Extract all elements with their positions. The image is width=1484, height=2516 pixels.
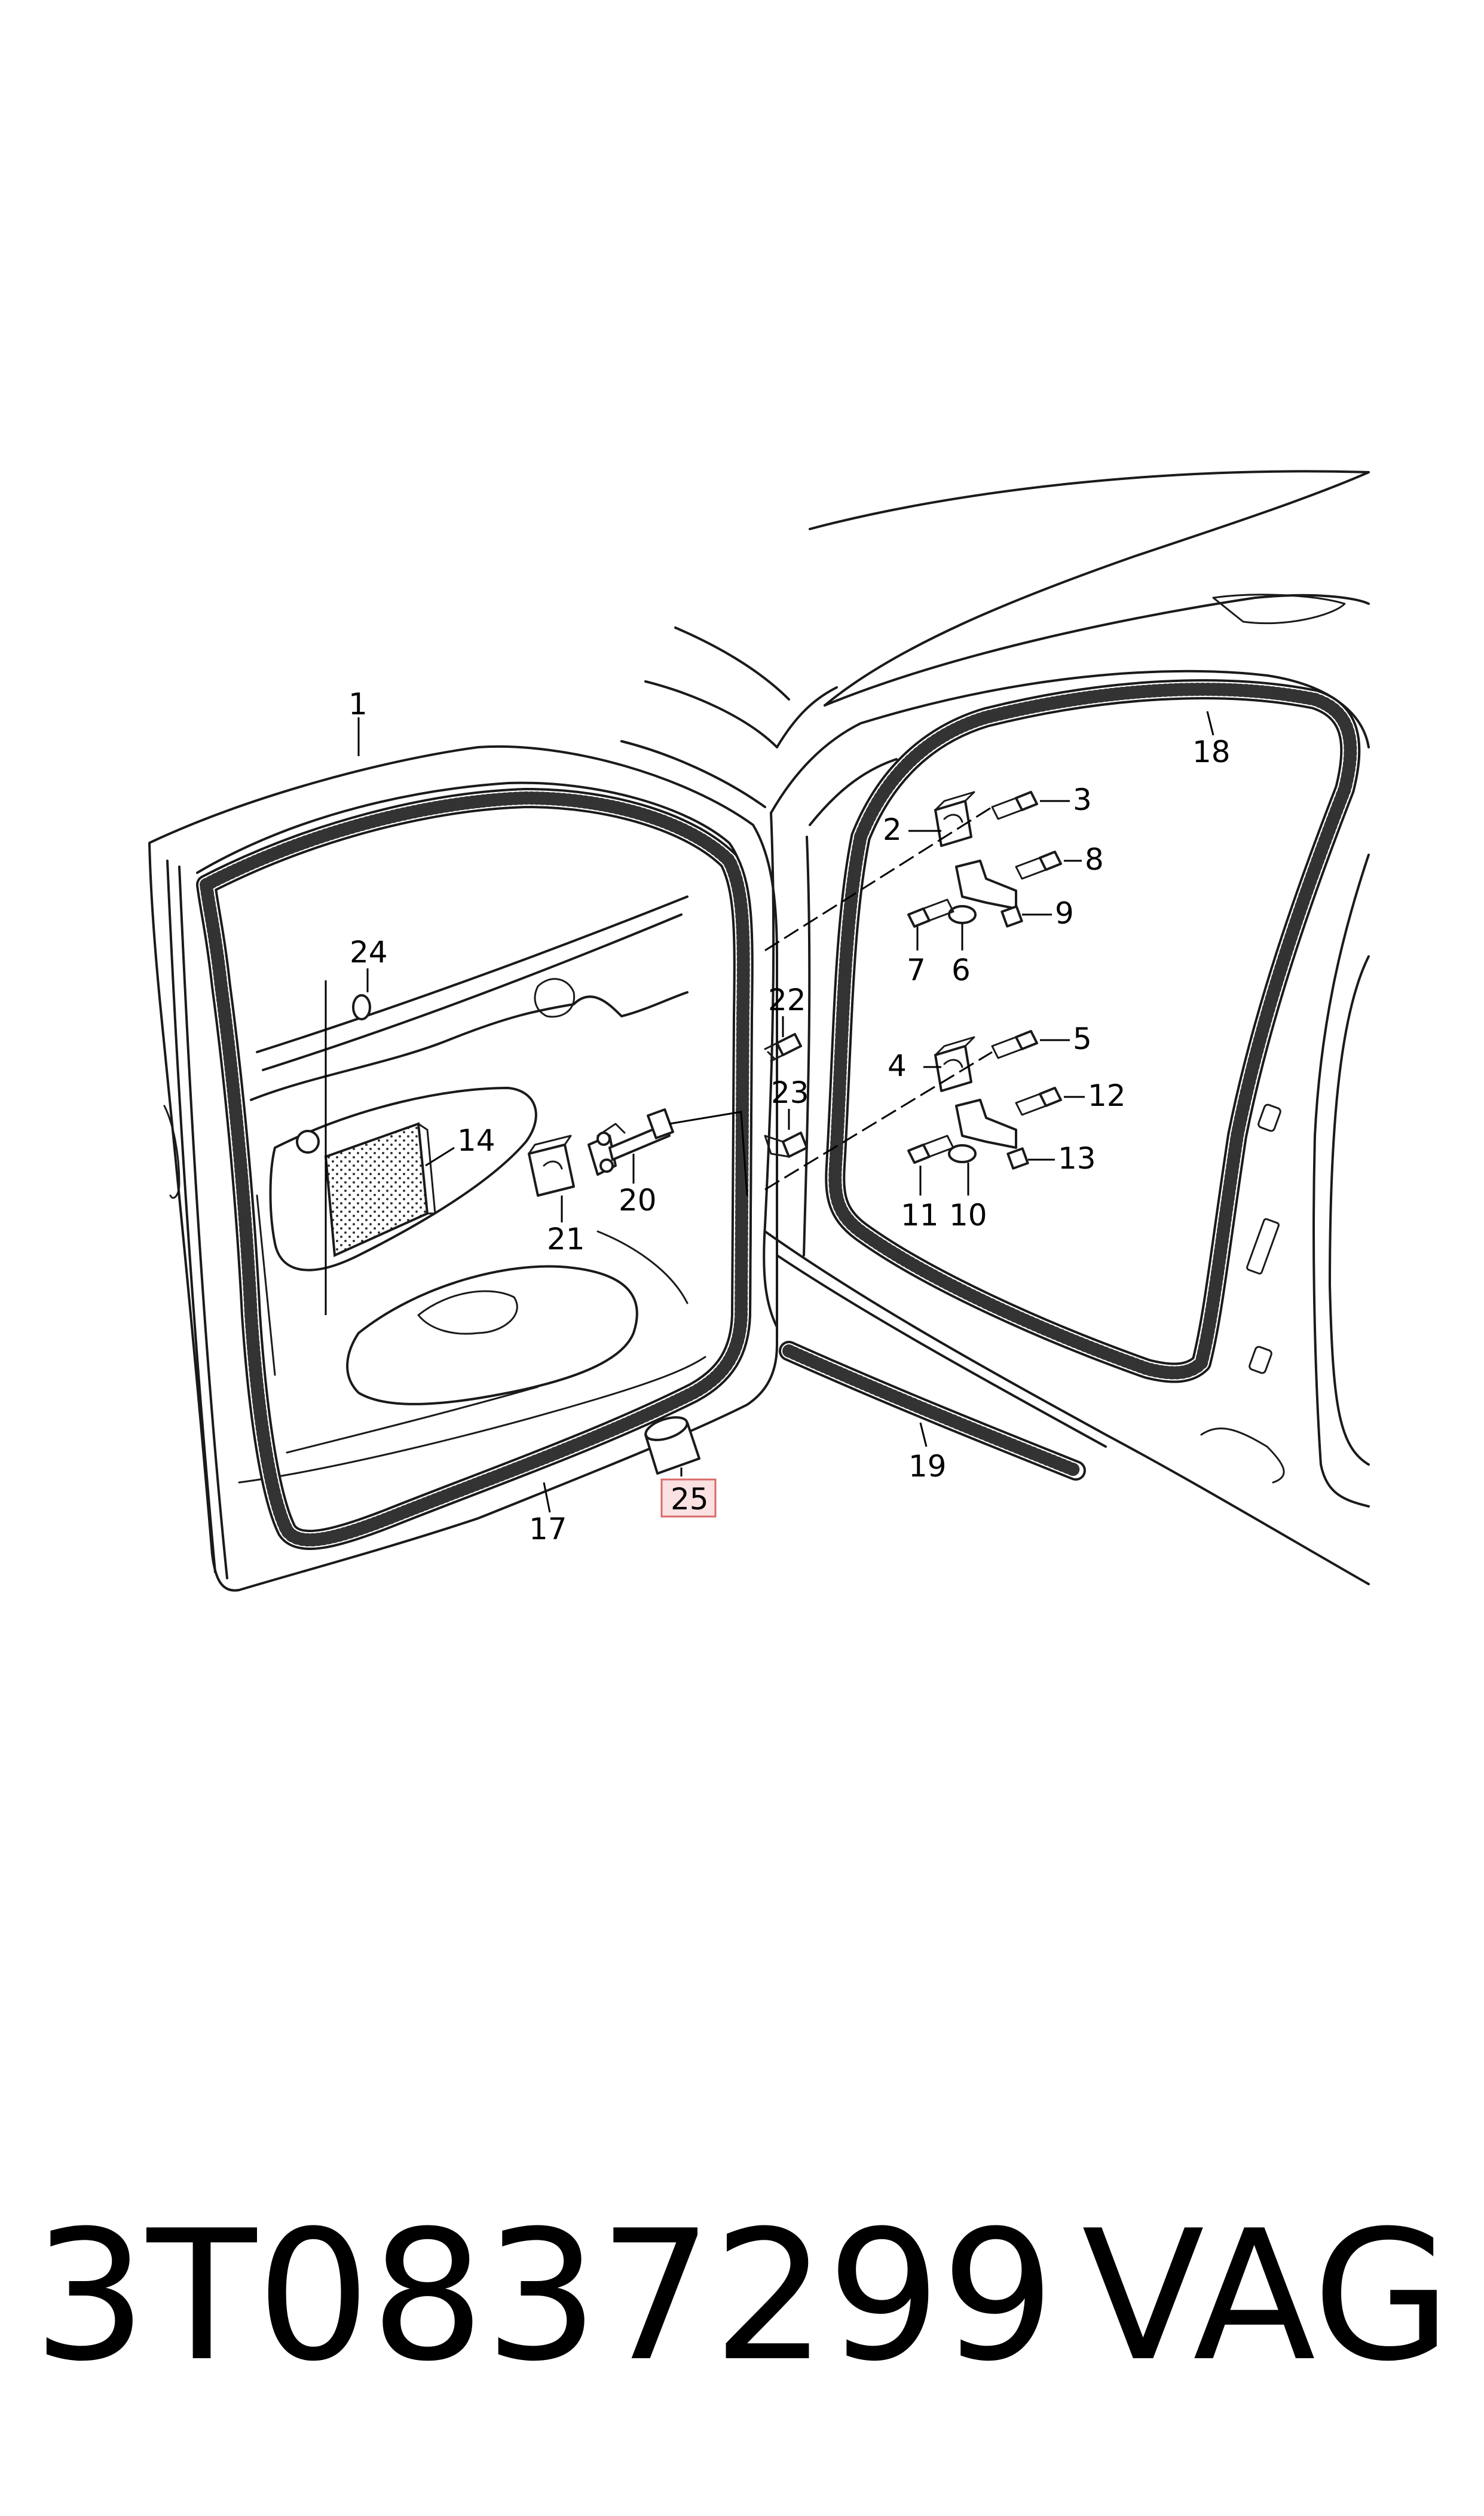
callout-11: 11 [901,1198,939,1233]
callout-5: 5 [1073,1022,1092,1056]
callout-1: 1 [348,687,368,722]
callout-22: 22 [768,983,806,1017]
callout-3: 3 [1073,782,1092,817]
callout-18: 18 [1192,735,1231,769]
callout-14: 14 [457,1123,495,1158]
part-4-hinge-upper [934,1045,972,1092]
door-panel [148,745,778,1592]
part-24-plug [352,994,371,1020]
callout-13: 13 [1058,1141,1096,1176]
part-9-nut [1000,905,1023,928]
part-7-bolt [907,907,931,928]
part-23-bolt [782,1132,808,1158]
part-5-bolt [1015,1030,1038,1050]
callout-20: 20 [619,1183,657,1218]
grommet [296,1130,320,1154]
brand-name: VAG [1082,2192,1451,2401]
callout-17: 17 [529,1512,567,1546]
part-3-bolt [1015,791,1038,811]
callout-25-highlight [660,1478,717,1518]
callout-10: 10 [949,1198,987,1233]
part-11-bolt [907,1144,931,1164]
part-number: 3T0837299 [33,2192,1055,2401]
callout-21: 21 [547,1222,585,1257]
callout-labels: 1 2 3 4 5 6 7 8 9 10 11 12 13 14 17 18 1… [348,687,1231,1546]
part-21-clip [528,1144,575,1197]
callout-8: 8 [1085,842,1104,877]
part-14-insulation-pad [324,1122,429,1257]
part-12-bolt [1039,1087,1062,1107]
part-10-hinge-lower [955,1099,1017,1149]
part-6-hinge-lower [955,860,1017,910]
callout-19: 19 [908,1449,947,1484]
part-8-bolt [1039,851,1062,871]
callout-7: 7 [907,953,926,988]
callout-12: 12 [1088,1078,1126,1113]
callout-leaders [357,711,1214,1513]
parts [296,791,1062,1475]
callout-2: 2 [883,812,902,847]
part-2-hinge-upper [934,800,972,847]
callout-6: 6 [951,953,971,988]
callout-9: 9 [1055,896,1074,931]
callout-23: 23 [771,1075,809,1110]
car-body [620,470,1370,1585]
callout-24: 24 [350,935,388,970]
footer: 3T0837299 VAG [33,2192,1451,2401]
part-22-bolt [776,1033,802,1056]
part-13-nut [1006,1147,1029,1170]
assembly-lines [325,806,993,1315]
callout-4: 4 [888,1048,907,1083]
callout-25: 25 [671,1482,709,1517]
